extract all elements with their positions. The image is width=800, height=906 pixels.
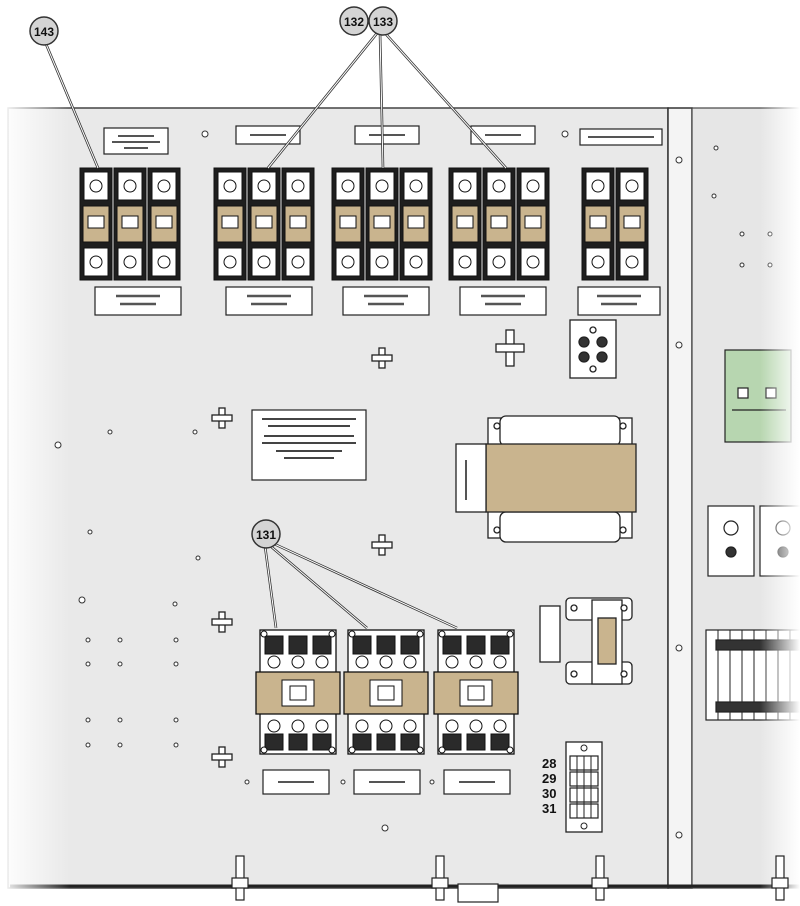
contactor-2 [343,629,429,755]
fuse-holder [113,167,147,281]
small-transformer [539,597,633,685]
fuse-block-5 [581,167,649,281]
fuse-holder [247,167,281,281]
callout-143: 143 [29,16,59,46]
callout-leaders-inner [45,31,507,629]
fuse-blocks [79,167,649,281]
fuse-holder [581,167,615,281]
fuse-holder [79,167,113,281]
fuse-holder [399,167,433,281]
terminal-31: 31 [542,801,556,816]
callout-131-label: 131 [256,528,276,542]
callout-132-label: 132 [344,15,364,29]
fuse-holder [213,167,247,281]
fuse-label-scribbles [116,294,641,306]
fuse-size-labels [94,286,661,316]
callout-133-label: 133 [373,15,393,29]
terminal-30: 30 [542,786,556,801]
callout-143-label: 143 [34,25,54,39]
control-transformer [455,415,637,543]
fuse-block-4 [448,167,550,281]
terminal-block: 28 29 30 31 [542,741,603,833]
caution-label [251,409,367,481]
fuse-block-1 [79,167,181,281]
small-relay-block [569,319,617,379]
fuse-holder [147,167,181,281]
fuse-holder [281,167,315,281]
callout-132: 132 [339,6,369,36]
fuse-holder [448,167,482,281]
fuse-holder [365,167,399,281]
fuse-holder [482,167,516,281]
fuse-holder [615,167,649,281]
fuse-holder [516,167,550,281]
contactor-3 [433,629,519,755]
contactors [255,629,519,755]
terminal-28: 28 [542,756,556,771]
fuse-holder [331,167,365,281]
callout-131: 131 [251,519,281,549]
standoffs [211,329,525,768]
bottom-studs [231,855,789,903]
fuse-block-3 [331,167,433,281]
terminal-29: 29 [542,771,556,786]
contactor-1 [255,629,341,755]
nameplate-scribbles-top [112,134,654,149]
fuse-block-2 [213,167,315,281]
callout-133: 133 [368,6,398,36]
